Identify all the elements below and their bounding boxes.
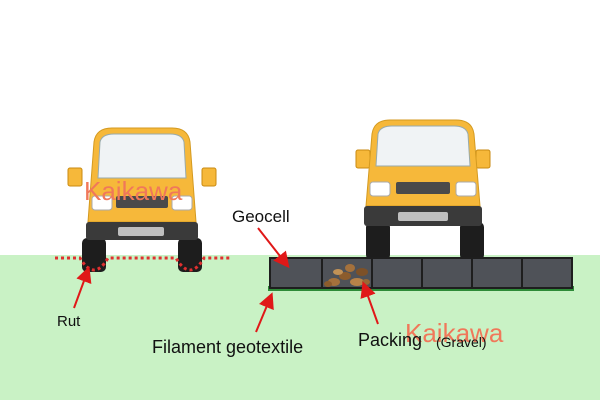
rut-label: Rut — [57, 313, 81, 330]
geocell-label: Geocell — [232, 207, 290, 226]
filament-geotextile-label: Filament geotextile — [152, 337, 304, 357]
geocell-arrow — [257, 227, 290, 269]
truck-right-icon — [355, 119, 491, 260]
watermark-right: Kaikawa — [405, 318, 504, 348]
watermark-left: Kaikawa — [84, 176, 183, 206]
rut-arrow — [73, 266, 92, 309]
geocell-mattress-icon — [268, 257, 574, 291]
gravel-label: (Gravel) — [436, 334, 487, 350]
truck-left-icon — [67, 127, 217, 272]
packing-arrow — [360, 281, 379, 325]
geotextile-arrow — [255, 292, 274, 333]
rut-outline — [55, 256, 230, 272]
packing-label: Packing — [358, 330, 423, 350]
